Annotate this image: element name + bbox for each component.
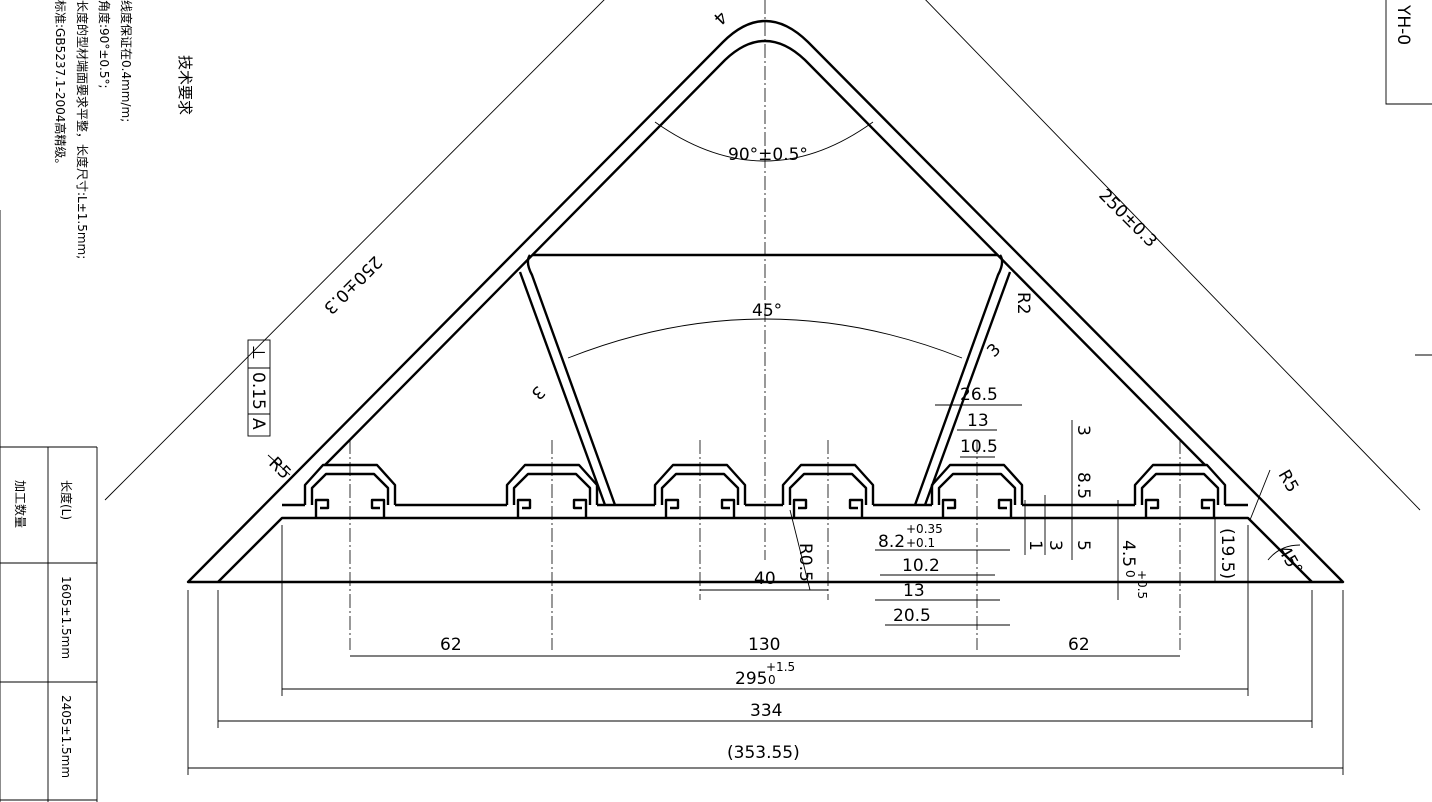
table-length-1: 1605±1.5mm	[59, 576, 73, 659]
dim-8-2-tol-upper: +0.35	[906, 522, 943, 536]
tolerance-datum: A	[248, 418, 268, 430]
dim-apex-small: 4	[709, 6, 731, 28]
dim-web-angle: 45°	[752, 301, 782, 321]
dim-right-r5: R5	[1274, 467, 1303, 497]
dim-130: 130	[748, 635, 780, 655]
requirement-line-1: 线度保证在0.4mm/m;	[119, 0, 134, 122]
dim-8-5: 8.5	[1073, 472, 1093, 499]
dim-295-tol-lower: 0	[768, 673, 776, 687]
length-table: 加工数量 长度(L) 1605±1.5mm 2405±1.5mm	[0, 210, 98, 802]
dim-26-5: 26.5	[960, 385, 998, 405]
dim-295-tol-upper: +1.5	[766, 660, 795, 674]
perpendicularity-frame: ⊥ 0.15 A	[247, 339, 271, 437]
table-header-quantity: 加工数量	[13, 480, 28, 528]
dim-side-left: 250±0.3	[319, 251, 385, 317]
requirement-line-3: 长度的型材端面要求平整，长度尺寸:L±1.5mm;	[75, 0, 90, 259]
table-length-2: 2405±1.5mm	[59, 695, 73, 778]
dim-334: 334	[750, 701, 782, 721]
dim-side-right: 250±0.3	[1094, 185, 1160, 251]
dim-40: 40	[754, 569, 776, 589]
table-header-length: 长度(L)	[59, 480, 74, 520]
dim-4-5: 4.5	[1118, 540, 1138, 567]
dim-295: 295	[735, 669, 767, 689]
dim-10-5: 10.5	[960, 437, 998, 457]
dim-3-top: 3	[1073, 425, 1093, 436]
dim-13-top: 13	[967, 411, 989, 431]
dimension-labels: 250±0.3 250±0.3 90°±0.5° 45° 3 3 R2 4 26…	[264, 6, 1306, 763]
dim-353-55: (353.55)	[727, 743, 800, 763]
dim-8-2: 8.2	[878, 532, 905, 552]
dimension-lines	[104, 0, 1421, 775]
dim-r0-5: R0.5	[795, 543, 815, 582]
dim-4-5-tol-upper: +0.5	[1135, 570, 1149, 599]
title-block: YH-0	[1385, 0, 1432, 356]
dim-apex-angle: 90°±0.5°	[728, 145, 808, 165]
dim-62-right: 62	[1068, 635, 1090, 655]
dim-wall-left: 3	[527, 381, 549, 403]
dim-8-2-tol-lower: +0.1	[906, 536, 935, 550]
dim-1: 1	[1025, 540, 1045, 551]
tolerance-value: 0.15	[248, 372, 268, 410]
dim-web-radius: R2	[1013, 292, 1033, 315]
requirement-line-2: 角度:90°±0.5°;	[97, 0, 112, 89]
dim-4-5-tol-lower: 0	[1123, 570, 1137, 578]
requirement-line-4: 标准:GB5237.1-2004高精级。	[53, 0, 68, 170]
dim-62-left: 62	[440, 635, 462, 655]
requirements-title: 技术要求	[176, 55, 194, 115]
dim-20-5: 20.5	[893, 606, 931, 626]
technical-requirements: 技术要求 线度保证在0.4mm/m; 角度:90°±0.5°; 长度的型材端面要…	[53, 0, 194, 259]
dim-19-5: (19.5)	[1217, 528, 1237, 579]
drawing-code: YH-0	[1393, 4, 1413, 45]
center-lines	[349, 0, 1181, 650]
tolerance-symbol: ⊥	[248, 345, 268, 360]
dim-13-bottom: 13	[903, 581, 925, 601]
dim-5: 5	[1073, 540, 1093, 551]
dim-10-2: 10.2	[902, 556, 940, 576]
dim-3-bottom: 3	[1045, 540, 1065, 551]
dim-wall-right: 3	[983, 340, 1005, 362]
